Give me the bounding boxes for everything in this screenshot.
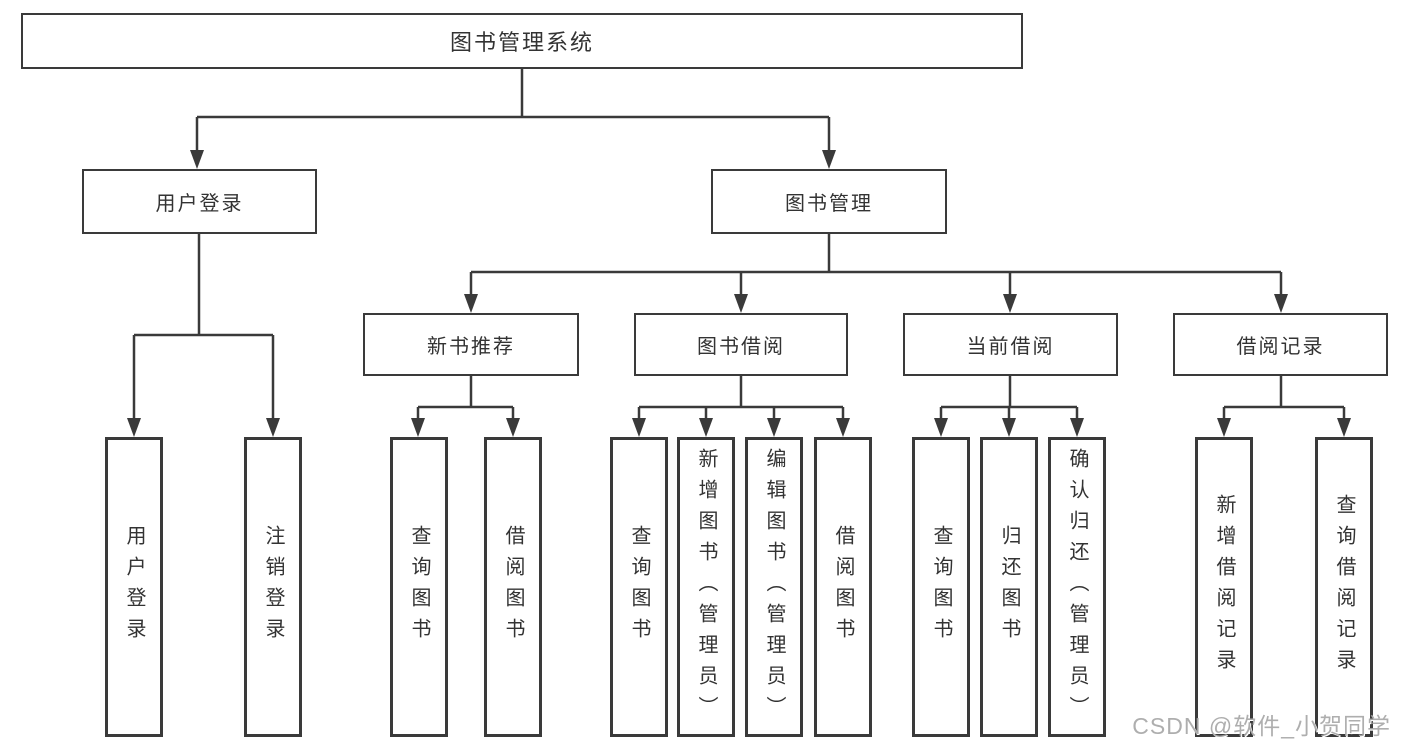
arrowhead	[127, 418, 141, 437]
arrowhead	[266, 418, 280, 437]
arrowhead	[190, 150, 204, 169]
node-label: 图书管理	[785, 193, 873, 215]
csdn-watermark: CSDN @软件_小贺同学	[1132, 713, 1391, 739]
node-borrow-records: 借阅记录	[1173, 313, 1388, 376]
connector-new-book-recommend-children	[416, 376, 515, 418]
node-label: 查询图书	[408, 525, 430, 649]
leaf-query-books-borrow: 查询图书	[610, 437, 668, 737]
node-label: 借阅图书	[832, 525, 854, 649]
connector-user-login-children	[132, 234, 275, 418]
node-book-borrow: 图书借阅	[634, 313, 848, 376]
node-label: 确认归还（管理员）	[1066, 447, 1088, 727]
connector-current-borrow-children	[939, 376, 1079, 418]
node-label: 查询图书	[930, 525, 952, 649]
leaf-confirm-return-admin: 确认归还（管理员）	[1048, 437, 1106, 737]
node-label: 图书借阅	[697, 336, 785, 358]
leaf-add-book-admin: 新增图书（管理员）	[677, 437, 735, 737]
node-label: 用户登录	[155, 193, 244, 215]
arrowhead	[1003, 294, 1017, 313]
connector-book-borrow-children	[637, 376, 845, 418]
leaf-return-book: 归还图书	[980, 437, 1038, 737]
arrowhead	[699, 418, 713, 437]
arrowhead	[836, 418, 850, 437]
node-label: 归还图书	[998, 525, 1020, 649]
leaf-query-books-current: 查询图书	[912, 437, 970, 737]
leaf-borrow-books-recommend: 借阅图书	[484, 437, 542, 737]
arrowhead	[506, 418, 520, 437]
node-label: 新增图书（管理员）	[695, 447, 717, 727]
node-label: 新书推荐	[427, 336, 515, 358]
arrowhead	[1274, 294, 1288, 313]
node-label: 当前借阅	[966, 336, 1055, 358]
leaf-add-borrow-record: 新增借阅记录	[1195, 437, 1253, 737]
node-label: 借阅记录	[1236, 336, 1325, 358]
leaf-user-login: 用户登录	[105, 437, 163, 737]
node-new-book-recommend: 新书推荐	[363, 313, 579, 376]
node-user-login: 用户登录	[82, 169, 317, 234]
node-label: 注销登录	[262, 525, 284, 649]
node-label: 查询借阅记录	[1333, 494, 1355, 680]
arrowhead	[822, 150, 836, 169]
arrowhead	[1217, 418, 1231, 437]
leaf-query-books-recommend: 查询图书	[390, 437, 448, 737]
connector-book-management-children	[469, 234, 1283, 294]
arrowhead	[1337, 418, 1351, 437]
arrowhead	[464, 294, 478, 313]
leaf-query-borrow-record: 查询借阅记录	[1315, 437, 1373, 737]
node-label: 查询图书	[628, 525, 650, 649]
node-label: 编辑图书（管理员）	[763, 447, 785, 727]
node-book-management: 图书管理	[711, 169, 947, 234]
connector-root-to-level2	[195, 69, 831, 150]
arrowhead	[934, 418, 948, 437]
node-label: 用户登录	[123, 525, 145, 649]
arrowhead	[1002, 418, 1016, 437]
arrowhead	[411, 418, 425, 437]
leaf-logout: 注销登录	[244, 437, 302, 737]
arrowhead	[632, 418, 646, 437]
leaf-edit-book-admin: 编辑图书（管理员）	[745, 437, 803, 737]
node-label: 新增借阅记录	[1213, 494, 1235, 680]
connector-borrow-records-children	[1222, 376, 1346, 418]
node-label: 借阅图书	[502, 525, 524, 649]
arrowhead	[734, 294, 748, 313]
arrowhead	[1070, 418, 1084, 437]
node-root-system: 图书管理系统	[21, 13, 1023, 69]
node-current-borrow: 当前借阅	[903, 313, 1118, 376]
leaf-borrow-books: 借阅图书	[814, 437, 872, 737]
node-label: 图书管理系统	[449, 30, 594, 55]
arrowhead	[767, 418, 781, 437]
